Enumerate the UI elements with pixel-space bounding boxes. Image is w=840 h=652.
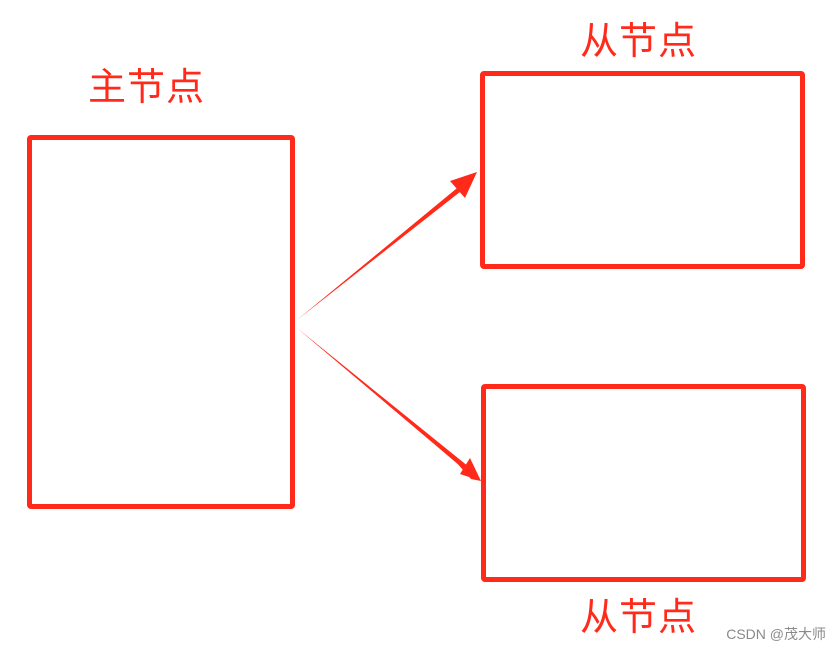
slave-node-top-box (480, 71, 805, 269)
slave-node-top-label: 从节点 (580, 19, 698, 63)
arrow-to-top-slave (297, 172, 477, 320)
slave-node-bottom-label: 从节点 (580, 595, 698, 639)
master-node-box (27, 135, 295, 509)
csdn-watermark: CSDN @茂大师 (726, 626, 826, 642)
slave-node-bottom-box (481, 384, 806, 582)
master-node-label: 主节点 (88, 65, 206, 109)
arrow-to-bottom-slave (297, 328, 481, 481)
